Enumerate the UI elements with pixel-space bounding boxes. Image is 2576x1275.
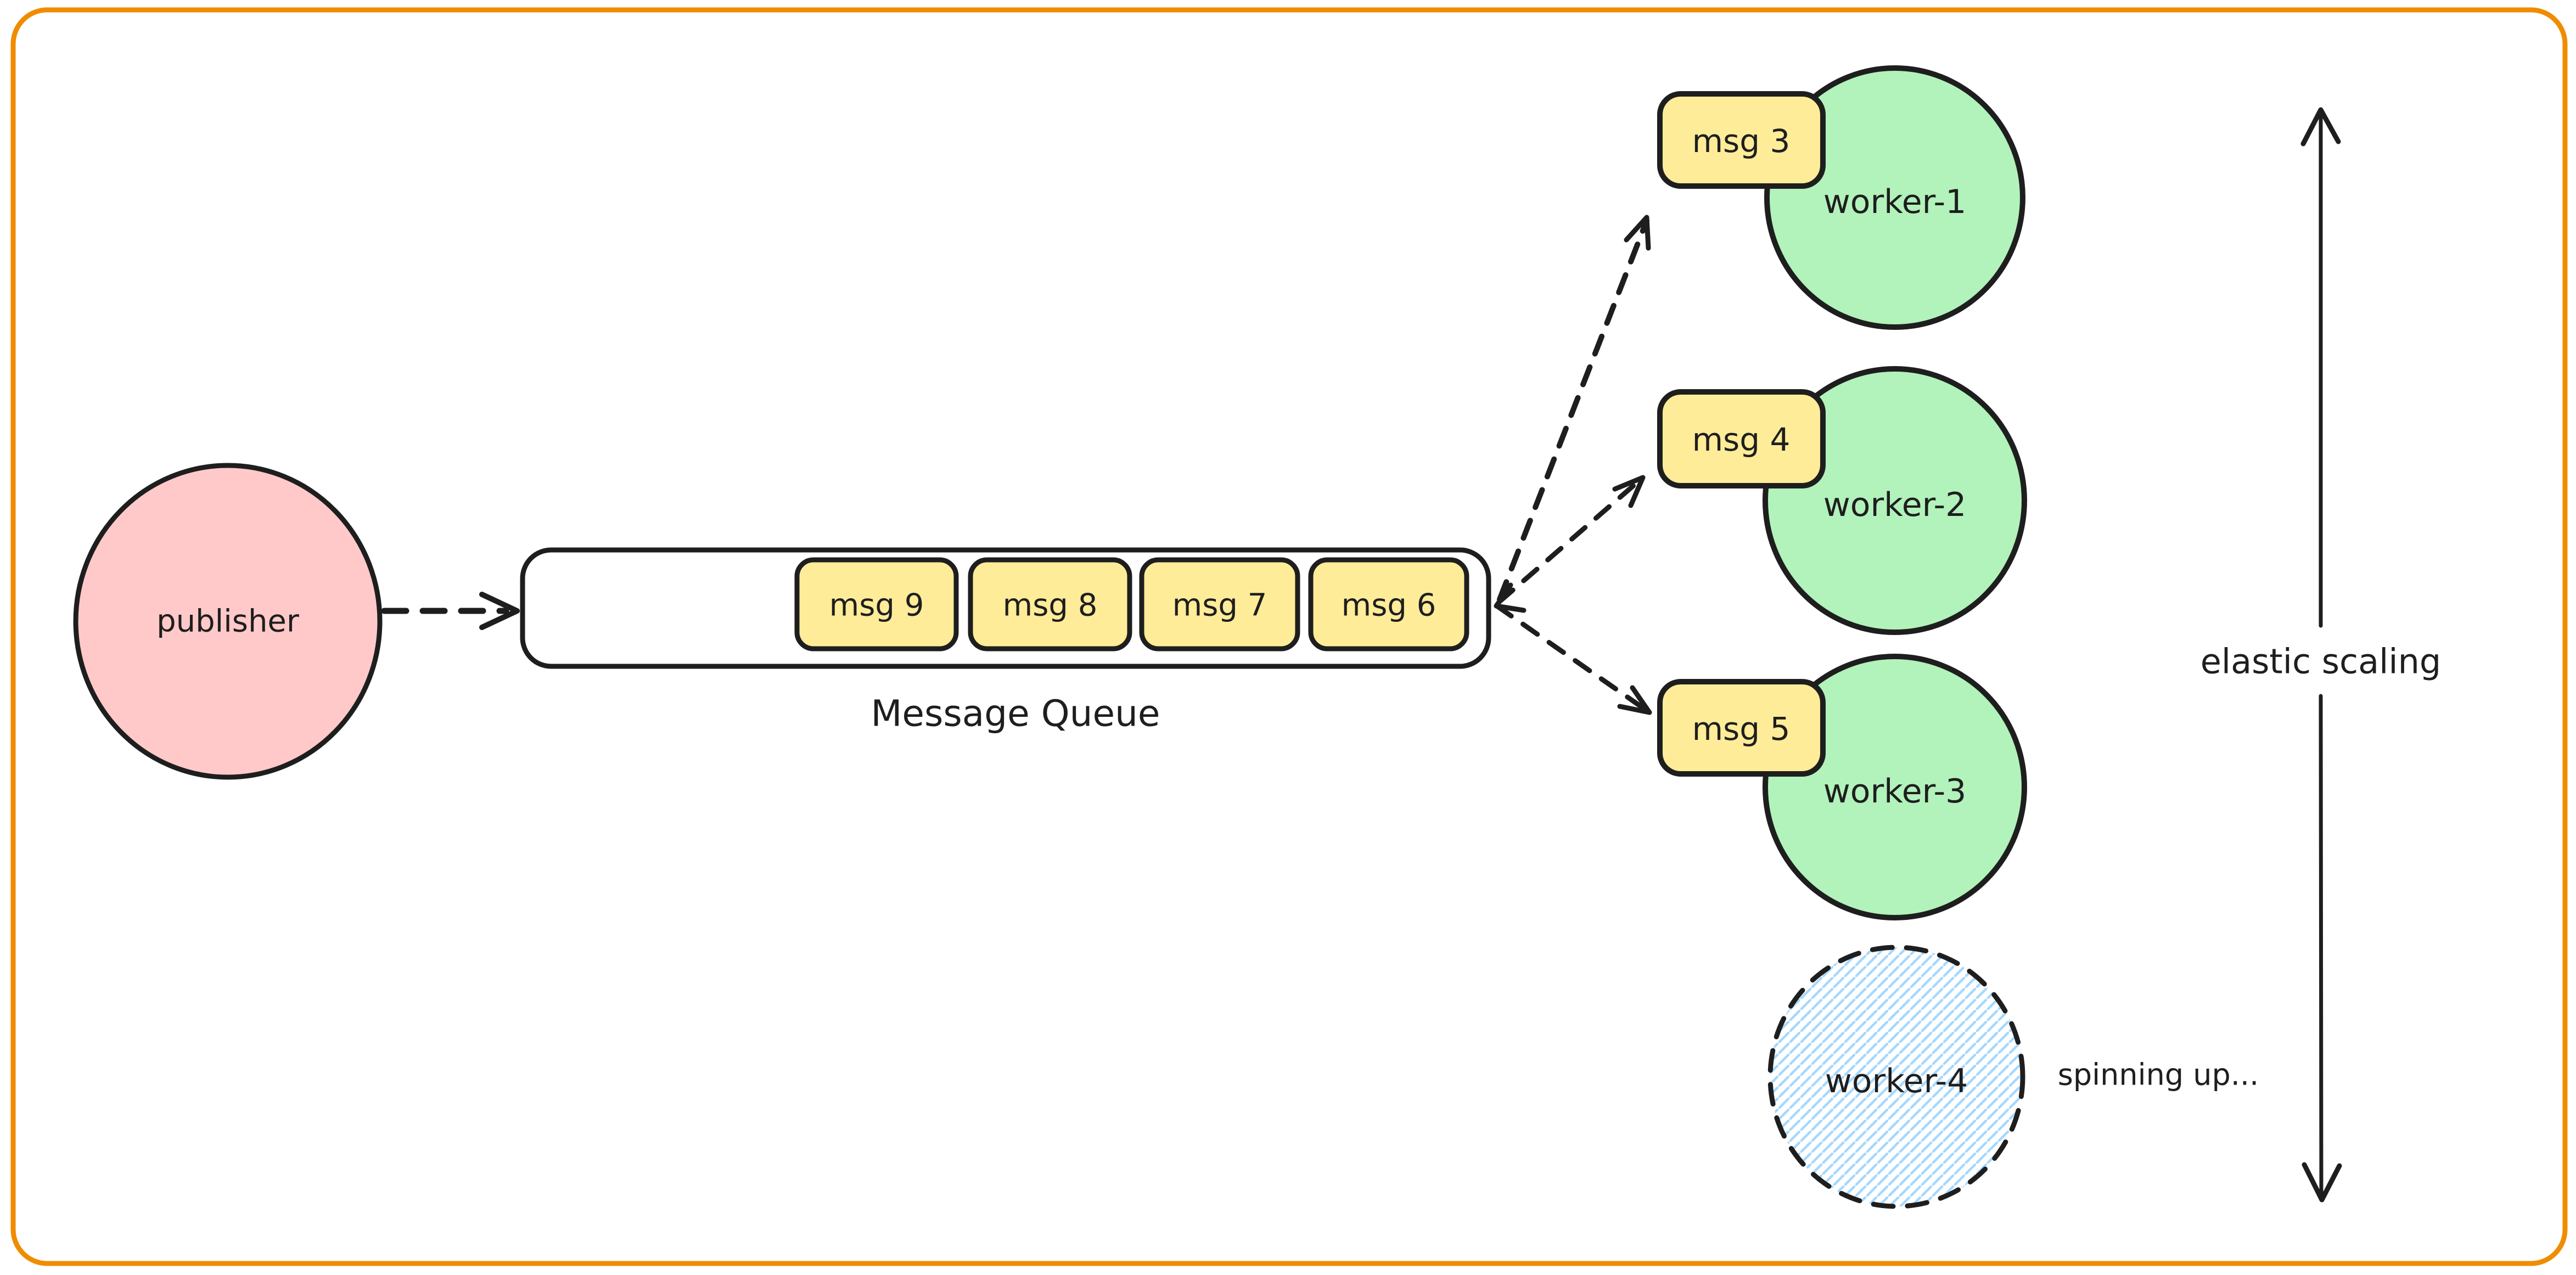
message-queue-label: Message Queue <box>871 693 1160 735</box>
fanout-arrows <box>1494 215 1652 715</box>
worker-1-label: worker-1 <box>1823 183 1967 221</box>
worker-1-group: worker-1 msg 3 <box>1657 65 2025 330</box>
queue-message-box-8 <box>968 557 1132 651</box>
elastic-arrowhead-down <box>2302 1162 2342 1203</box>
delivered-message-label-5: msg 5 <box>1692 710 1791 748</box>
worker-3-circle <box>1763 654 2027 920</box>
elastic-scaling-arrow: elastic scaling <box>2201 107 2441 1203</box>
queue-message-label-9: msg 9 <box>829 588 924 624</box>
queue-message-box-9 <box>794 557 959 651</box>
delivered-message-label-3: msg 3 <box>1692 122 1791 160</box>
queue-message-label-6: msg 6 <box>1342 588 1436 624</box>
worker-2-group: worker-2 msg 4 <box>1657 366 2027 635</box>
queued-messages: msg 9 msg 8 msg 7 msg 6 <box>794 557 1469 651</box>
fanout-arrow-msg3-line <box>1497 218 1649 602</box>
worker-3-label: worker-3 <box>1823 772 1967 811</box>
delivered-message-box-3 <box>1657 91 1826 189</box>
fanout-backhead-queue <box>1494 582 1526 613</box>
fanout-arrow-msg5-line <box>1494 603 1652 715</box>
publisher-to-queue-arrow <box>381 592 520 630</box>
worker-4-group: worker-4 spinning up... <box>1767 945 2259 1209</box>
delivered-message-box-4 <box>1657 389 1826 488</box>
worker-3-group: worker-3 msg 5 <box>1657 654 2027 920</box>
fanout-arrow-msg4-line <box>1497 475 1646 604</box>
queue-message-box-6 <box>1308 557 1469 651</box>
queue-message-box-7 <box>1139 557 1300 651</box>
delivered-message-label-4: msg 4 <box>1692 421 1791 458</box>
elastic-scaling-label: elastic scaling <box>2201 642 2441 682</box>
publisher-node <box>73 463 383 780</box>
queue-message-label-8: msg 8 <box>1003 588 1098 624</box>
fanout-arrowhead-msg3 <box>1624 215 1651 251</box>
publisher-label: publisher <box>156 604 300 639</box>
worker-2-label: worker-2 <box>1823 486 1967 524</box>
worker-4-pending-circle <box>1767 945 2025 1209</box>
canvas-border <box>10 7 2568 1266</box>
worker-4-label: worker-4 <box>1825 1062 1968 1100</box>
worker-2-circle <box>1763 366 2027 635</box>
publisher-arrowhead <box>479 592 520 630</box>
elastic-arrowhead-up <box>2300 107 2341 147</box>
spinning-up-note: spinning up... <box>2058 1058 2259 1092</box>
fanout-arrowhead-msg4 <box>1612 475 1646 508</box>
queue-message-label-7: msg 7 <box>1172 588 1267 624</box>
delivered-message-box-5 <box>1657 679 1826 777</box>
worker-1-circle <box>1764 65 2025 330</box>
fanout-arrowhead-msg5 <box>1617 685 1652 715</box>
